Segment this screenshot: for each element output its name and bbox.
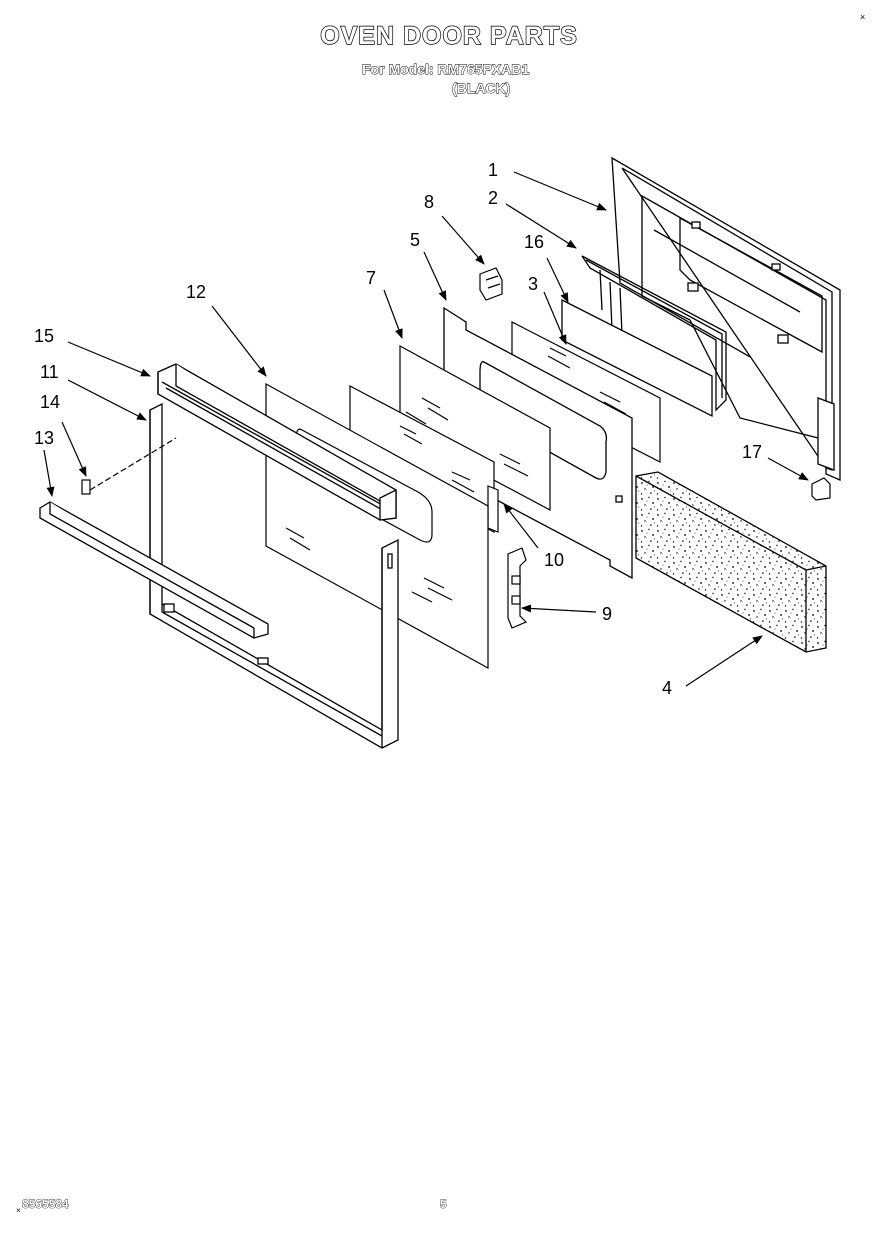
callout-2: 2 bbox=[488, 188, 498, 208]
corner-registration-mark: × bbox=[860, 12, 866, 22]
inner-door-panel bbox=[611, 156, 841, 481]
callout-10: 10 bbox=[544, 550, 564, 570]
callout-leaders bbox=[43, 171, 809, 687]
glass-spacer bbox=[487, 485, 499, 533]
callout-16: 16 bbox=[524, 232, 544, 252]
callout-3: 3 bbox=[528, 274, 538, 294]
door-handle bbox=[157, 363, 397, 521]
callout-14: 14 bbox=[40, 392, 60, 412]
callout-8: 8 bbox=[424, 192, 434, 212]
model-number: For Model: RM765PXAB1 bbox=[362, 61, 530, 78]
callout-15: 15 bbox=[34, 326, 54, 346]
footer-registration-mark: × bbox=[16, 1206, 21, 1215]
outer-door-frame bbox=[149, 402, 399, 749]
clip bbox=[81, 437, 177, 495]
page-title: OVEN DOOR PARTS bbox=[319, 21, 578, 50]
hinge-end-cap bbox=[811, 477, 831, 501]
inner-glass bbox=[399, 344, 551, 511]
callout-13: 13 bbox=[34, 428, 54, 448]
insulation-strip bbox=[561, 298, 713, 418]
hinge-bracket bbox=[479, 267, 503, 301]
insulation-block bbox=[635, 471, 827, 653]
callout-4: 4 bbox=[662, 678, 672, 698]
door-gasket bbox=[581, 255, 727, 412]
callout-11: 11 bbox=[40, 362, 59, 382]
document-code: 8565584 bbox=[22, 1197, 69, 1212]
model-color: (BLACK) bbox=[452, 80, 511, 97]
callout-9: 9 bbox=[602, 604, 612, 624]
callout-5: 5 bbox=[410, 230, 420, 250]
callout-17: 17 bbox=[742, 442, 762, 462]
callout-1: 1 bbox=[488, 160, 498, 180]
callout-12: 12 bbox=[186, 282, 206, 302]
callout-7: 7 bbox=[366, 268, 376, 288]
page-number: 5 bbox=[440, 1197, 447, 1212]
bottom-trim bbox=[39, 501, 269, 639]
callout-numbers: 1 2 8 5 16 3 7 12 15 11 14 13 17 10 9 4 bbox=[34, 160, 762, 698]
latch-bracket bbox=[507, 547, 528, 629]
